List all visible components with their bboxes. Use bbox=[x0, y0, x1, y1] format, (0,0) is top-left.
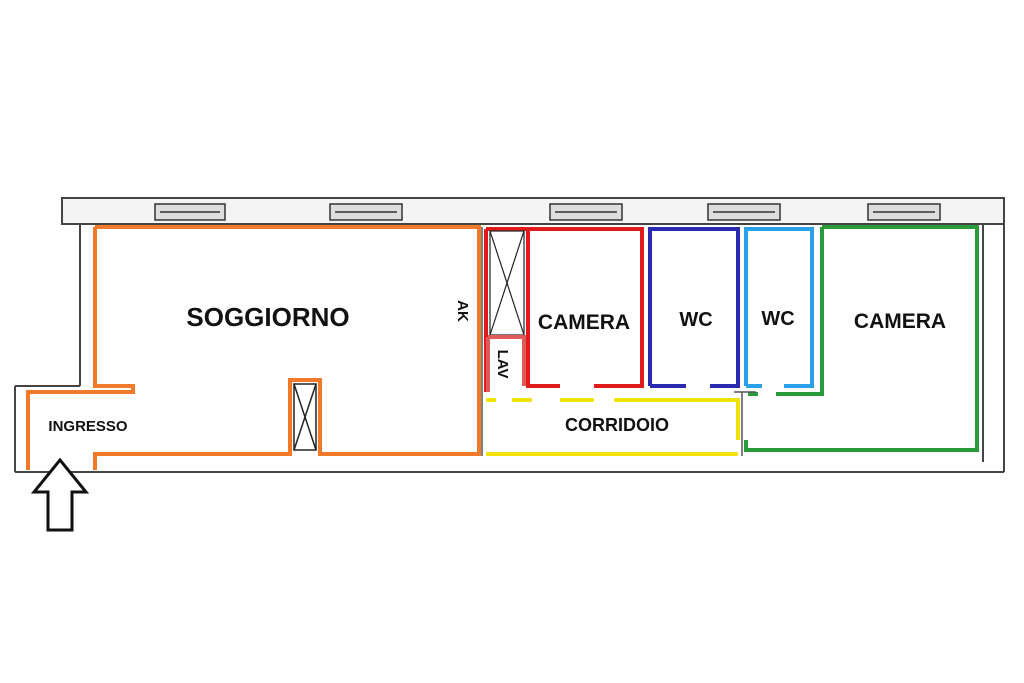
room-corridoio-outline bbox=[486, 398, 740, 456]
label-wc1: WC bbox=[679, 309, 712, 331]
window-5 bbox=[867, 203, 941, 221]
shaft-soggiorno bbox=[293, 383, 317, 451]
label-wc2: WC bbox=[761, 308, 794, 330]
room-ingresso-outline bbox=[26, 227, 135, 470]
windows bbox=[154, 203, 941, 221]
label-camera1: CAMERA bbox=[538, 311, 630, 334]
window-2 bbox=[329, 203, 403, 221]
window-4 bbox=[707, 203, 781, 221]
label-soggiorno: SOGGIORNO bbox=[186, 302, 349, 332]
window-3 bbox=[549, 203, 623, 221]
label-lav: LAV bbox=[494, 350, 511, 379]
room-camera2-outline bbox=[744, 225, 979, 452]
room-lav-outline bbox=[486, 335, 526, 392]
room-soggiorno-outline bbox=[93, 225, 481, 470]
label-corridoio: CORRIDOIO bbox=[565, 415, 669, 435]
up-arrow-icon bbox=[30, 457, 90, 532]
room-wc2-outline bbox=[744, 227, 814, 388]
window-1 bbox=[154, 203, 226, 221]
label-ingresso: INGRESSO bbox=[48, 418, 128, 435]
label-ak: AK bbox=[454, 300, 471, 322]
label-camera2: CAMERA bbox=[854, 310, 946, 333]
room-wc1-outline bbox=[648, 227, 740, 388]
interior-walls bbox=[481, 227, 756, 456]
shaft-camera1 bbox=[489, 230, 525, 336]
